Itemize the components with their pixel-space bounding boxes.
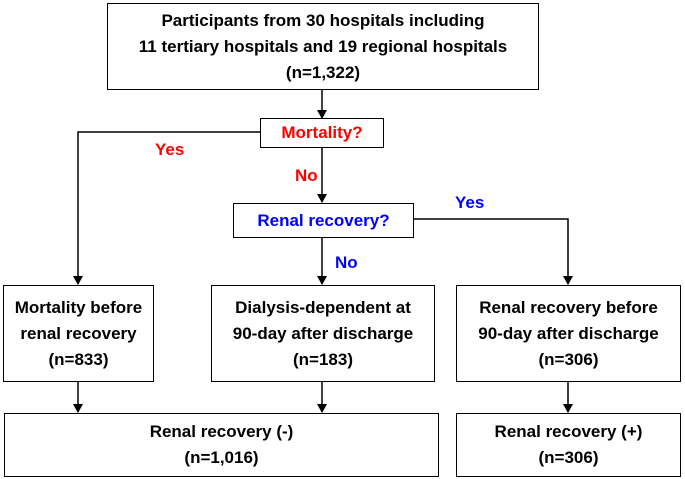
recovery-before-line-2: 90-day after discharge [478, 323, 659, 343]
participants-line-2: 11 tertiary hospitals and 19 regional ho… [138, 36, 508, 56]
mortality-question-label: Mortality? [281, 123, 363, 142]
renal-recovery-question-box: Renal recovery? [233, 203, 414, 238]
edge-mortality-yes [73, 131, 260, 285]
mortality-before-line-1: Mortality before [14, 297, 143, 317]
participants-box: Participants from 30 hospitals including… [107, 3, 539, 90]
mortality-before-box: Mortality before renal recovery (n=833) [3, 285, 154, 382]
recovery-before-line-1: Renal recovery before [479, 297, 658, 317]
mortality-no-label: No [295, 166, 318, 185]
recovery-before-line-3: (n=306) [538, 349, 599, 369]
renal-recovery-positive-box: Renal recovery (+) (n=306) [456, 413, 681, 477]
mortality-before-line-2: renal recovery [20, 323, 137, 343]
renal-recovery-question-label: Renal recovery? [257, 210, 390, 230]
dialysis-dependent-line-3: (n=183) [293, 349, 353, 369]
renal-negative-line-2: (n=1,016) [184, 448, 259, 467]
mortality-yes-label: Yes [155, 140, 185, 159]
participants-line-1: Participants from 30 hospitals including [161, 10, 485, 30]
renal-recovery-negative-box: Renal recovery (-) (n=1,016) [4, 413, 439, 477]
mortality-before-line-3: (n=833) [48, 349, 109, 369]
renal-yes-label: Yes [455, 193, 485, 212]
renal-positive-line-1: Renal recovery (+) [494, 422, 643, 441]
dialysis-dependent-line-1: Dialysis-dependent at [235, 297, 411, 317]
renal-negative-line-1: Renal recovery (-) [149, 422, 294, 441]
dialysis-dependent-box: Dialysis-dependent at 90-day after disch… [211, 285, 435, 382]
renal-positive-line-2: (n=306) [538, 448, 599, 467]
edge-renal-yes [414, 218, 573, 285]
mortality-question-box: Mortality? [260, 118, 384, 148]
renal-no-label: No [335, 253, 358, 272]
dialysis-dependent-line-2: 90-day after discharge [232, 323, 414, 343]
recovery-before-box: Renal recovery before 90-day after disch… [456, 285, 681, 382]
participants-line-3: (n=1,322) [285, 62, 361, 82]
